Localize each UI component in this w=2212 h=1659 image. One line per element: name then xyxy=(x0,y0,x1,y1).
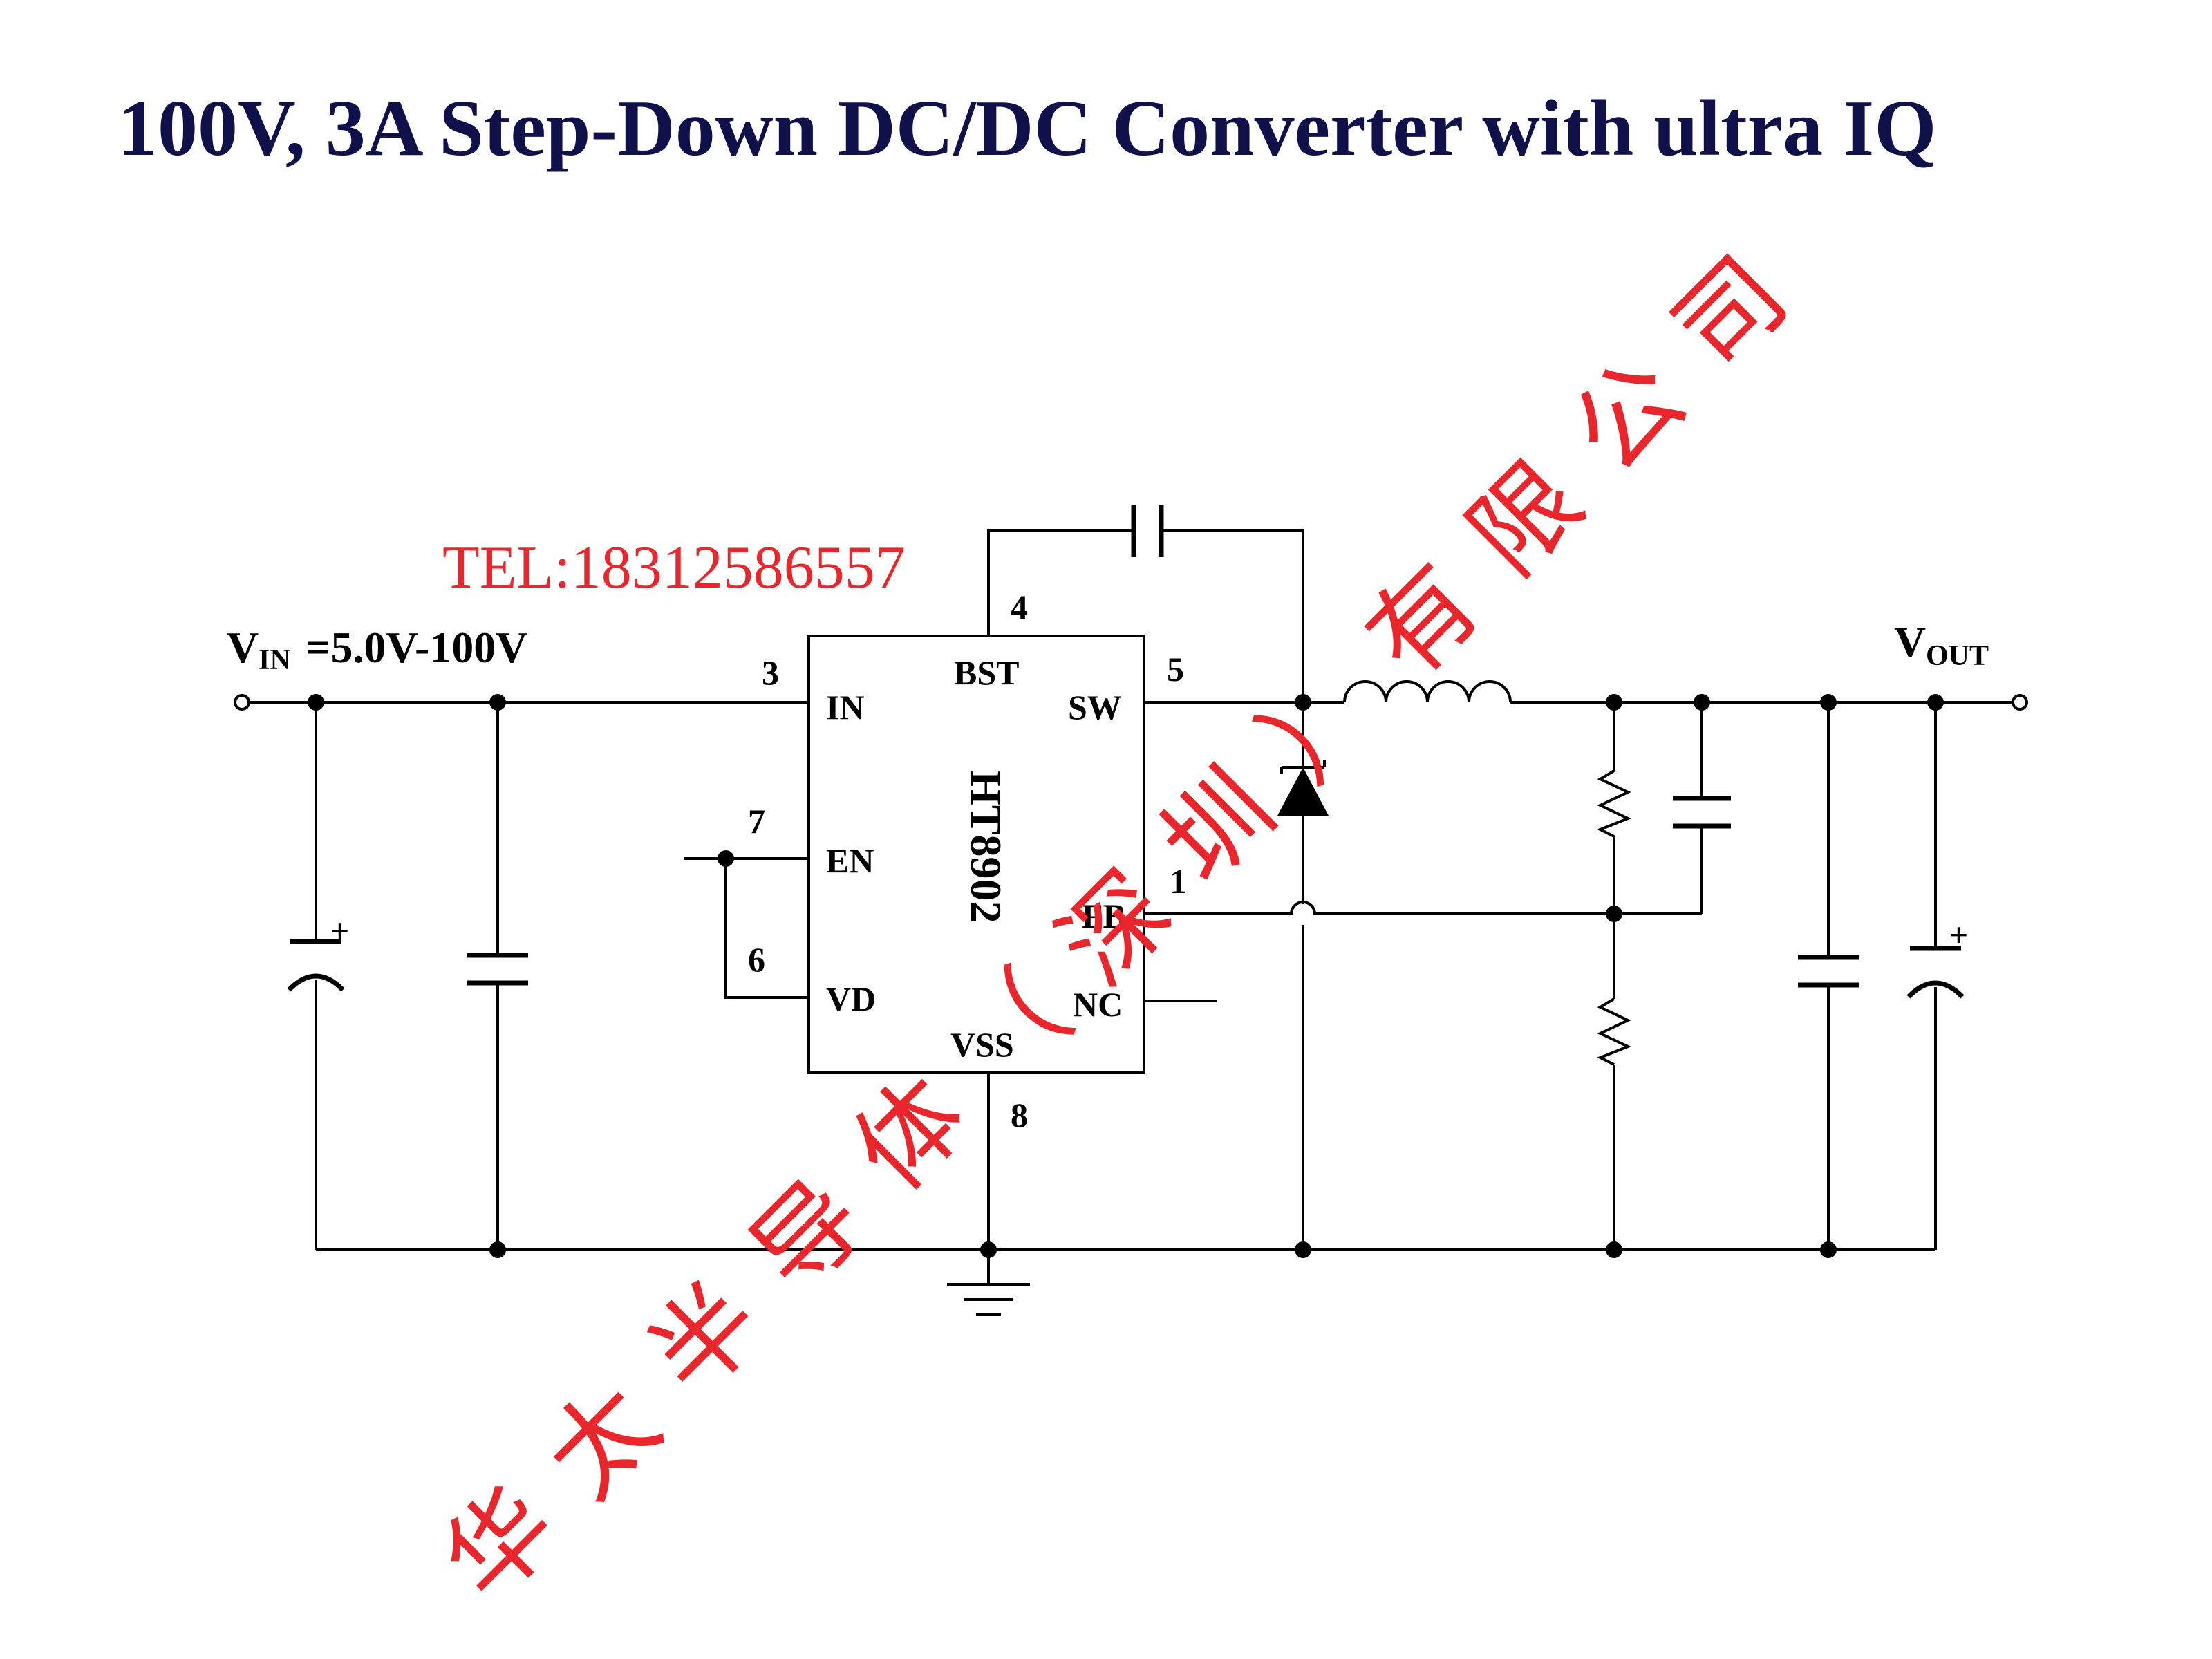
bootstrap-capacitor xyxy=(1131,505,1164,557)
pin-bst-label: BST xyxy=(954,653,1020,692)
output-cap-plus-label: + xyxy=(1949,917,1968,953)
watermark-char: 导 xyxy=(729,1157,887,1315)
watermark-char: ） xyxy=(1241,645,1400,803)
input-ceramic-capacitor xyxy=(467,953,528,986)
watermark-char: 公 xyxy=(1549,337,1707,496)
watermark-char: 圳 xyxy=(1139,747,1297,906)
vd-wire xyxy=(724,859,809,999)
output-ceramic-capacitor xyxy=(1798,955,1859,988)
junctions xyxy=(308,694,1944,1258)
ground-symbol xyxy=(947,1283,1030,1316)
watermark-tel: TEL:18312586557 xyxy=(442,534,906,601)
svg-text:=5.0V-100V: =5.0V-100V xyxy=(306,623,527,672)
upper-feedback-resistor xyxy=(1597,769,1631,838)
pin-vd-label: VD xyxy=(826,980,876,1018)
pin-numbers: 3 4 5 7 6 1 8 xyxy=(748,588,1187,1134)
watermark-char: 有 xyxy=(1344,542,1502,700)
svg-text:6: 6 xyxy=(748,940,765,979)
svg-text:V: V xyxy=(227,623,259,672)
svg-text:3: 3 xyxy=(762,653,779,692)
watermark-char: 太 xyxy=(524,1362,682,1521)
pin-en-label: EN xyxy=(826,841,874,880)
inductor xyxy=(1343,680,1512,703)
svg-text:OUT: OUT xyxy=(1926,640,1989,672)
vout-label: V OUT xyxy=(1894,617,1989,672)
watermark-char: 体 xyxy=(832,1055,990,1213)
svg-text:4: 4 xyxy=(1011,588,1028,626)
vin-label: V IN =5.0V-100V xyxy=(227,623,527,676)
fb-wire xyxy=(1144,901,1702,915)
svg-text:V: V xyxy=(1894,617,1926,666)
svg-text:1: 1 xyxy=(1170,862,1187,901)
page-title: 100V, 3A Step-Down DC/DC Converter with … xyxy=(118,84,1937,173)
watermark-char: 司 xyxy=(1651,234,1810,393)
svg-text:7: 7 xyxy=(748,802,765,841)
input-electrolytic-capacitor: + xyxy=(287,912,349,992)
ic-part-number: HT8902 xyxy=(962,771,1011,923)
bst-wire xyxy=(987,529,1134,636)
watermark-char: 限 xyxy=(1447,440,1605,598)
svg-text:IN: IN xyxy=(259,644,291,676)
vout-terminal xyxy=(2012,694,2028,711)
feedforward-capacitor xyxy=(1673,796,1731,829)
pin-in-label: IN xyxy=(826,688,865,727)
pin-nc-label: NC xyxy=(1073,985,1123,1024)
input-cap-plus-label: + xyxy=(330,912,349,948)
watermark-char: 半 xyxy=(626,1260,785,1418)
svg-text:8: 8 xyxy=(1011,1096,1028,1134)
pin-vss-label: VSS xyxy=(950,1025,1014,1064)
pin-sw-label: SW xyxy=(1068,688,1122,727)
lower-feedback-resistor xyxy=(1597,997,1631,1066)
watermark-char: 华 xyxy=(421,1465,579,1623)
output-electrolytic-capacitor: + xyxy=(1906,917,1968,999)
pin-fb-label: FB xyxy=(1082,897,1126,935)
ic-body xyxy=(807,635,1145,1074)
ic-hT8902: IN BST SW EN VD FB NC VSS HT8902 xyxy=(807,635,1145,1074)
svg-text:5: 5 xyxy=(1167,650,1184,688)
vin-terminal xyxy=(234,694,250,711)
schottky-diode xyxy=(1277,760,1329,816)
